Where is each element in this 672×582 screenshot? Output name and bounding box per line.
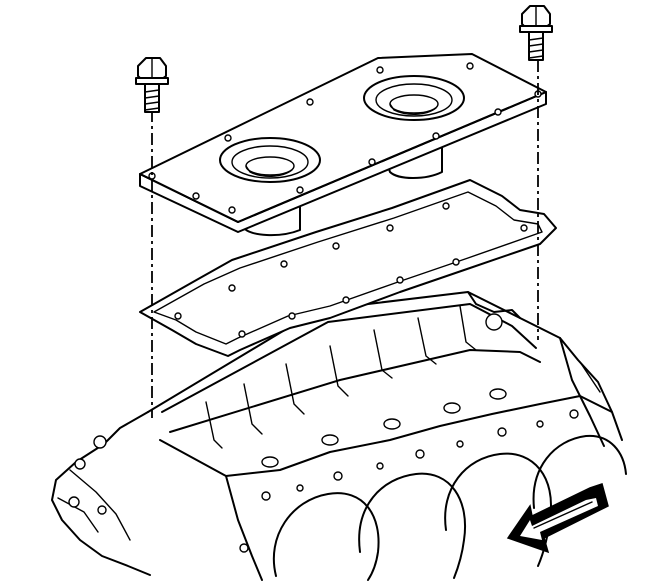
bolt-right	[519, 5, 553, 61]
alignment-lines	[151, 60, 539, 418]
front-arrow-icon	[506, 483, 609, 554]
engine-block	[51, 291, 627, 581]
valley-cover-gasket	[139, 179, 557, 357]
bolt-left	[135, 57, 169, 113]
valley-cover	[139, 53, 547, 236]
